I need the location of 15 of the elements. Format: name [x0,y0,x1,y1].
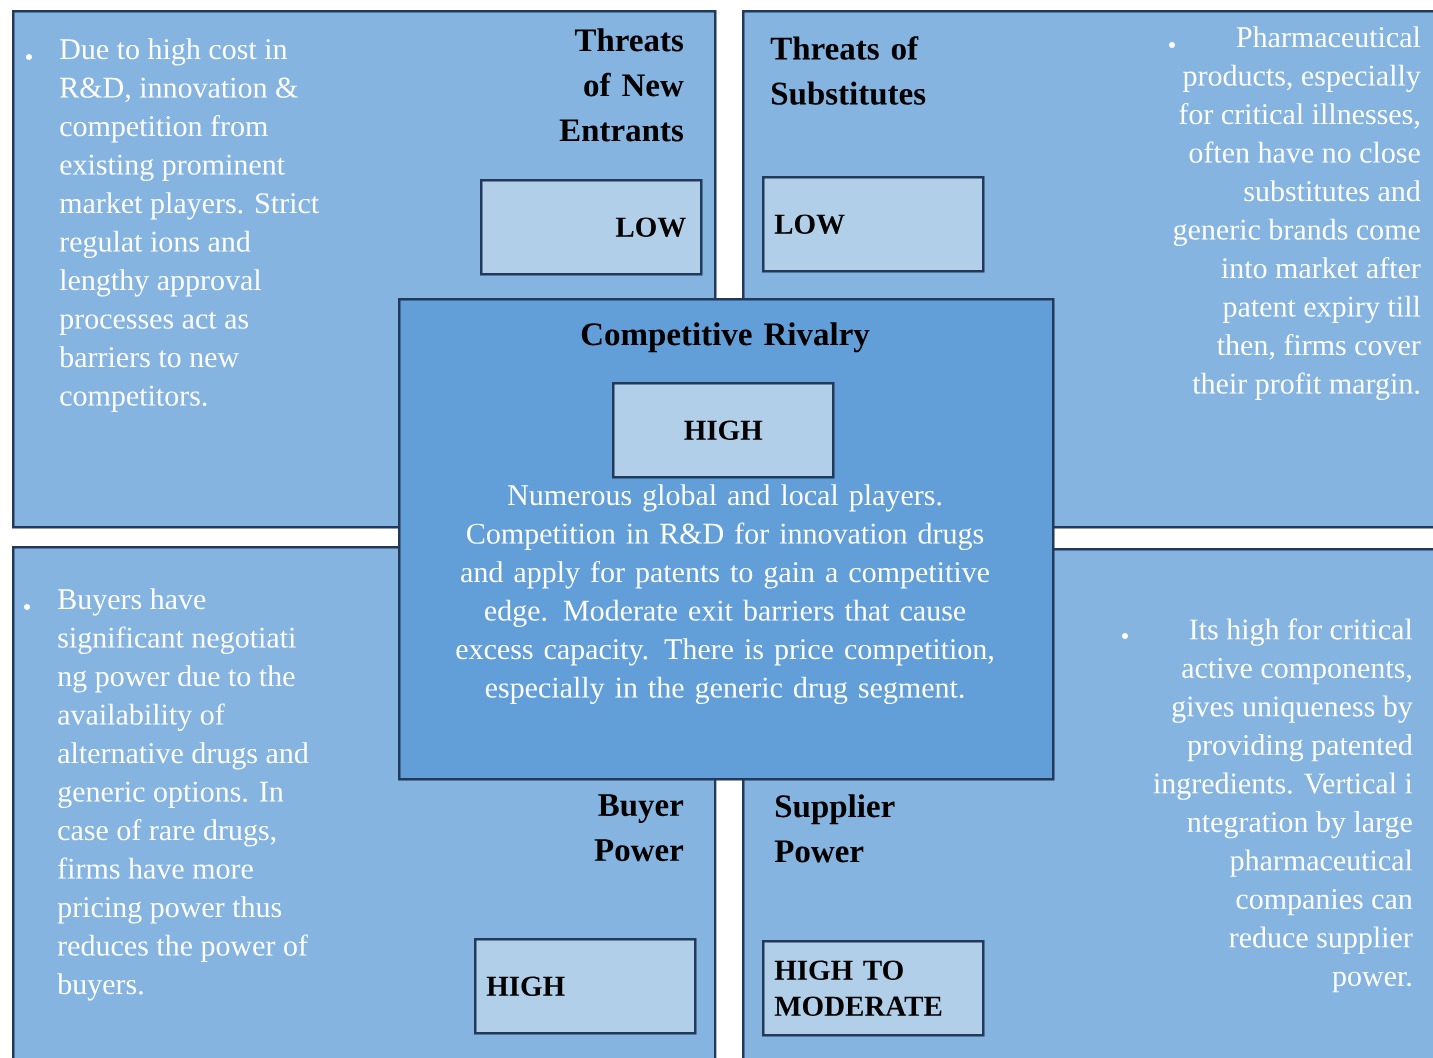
description-text: Numerous global and local players. Competition in R&D for innovation drugs and apply for patents to gain a competitive edge. Moderate exit barriers that cause excess capacity. There is price competition, especially in the generic drug segment. [456,484,993,704]
description-text: Buyers have significant negotiati ng power due to the availability of alternative drugs and generic options. In case of rare drugs, firms have more pricing power thus reduces the power of buyers. [57,588,309,1001]
description-text: Due to high cost in R&D, innovation & competition from existing prominent market players. Strict regulat ions and lengthy approval processes act as barriers to new competitors. [59,38,319,412]
panel-title: Threats of New Entrants [559,28,684,142]
rating-label: LOW [774,214,845,235]
panel-title: Threats of Substitutes [770,36,926,105]
rating-label: LOW [615,217,686,238]
panel-title: Competitive Rivalry [581,322,870,353]
rating-label: HIGH [684,420,763,440]
rating-label: HIGH [486,976,565,996]
panel-title: Supplier Power [774,794,895,863]
description-text: Pharmaceutical products, especially for critical illnesses, often have no close substitutes and generic brands come into market after patent expiry till then, firms cover their profit margin. [1173,26,1421,400]
description-text: Its high for critical active components, gives uniqueness by providing patented ingredients. Vertical i ntegration by large pharmaceutical companies can reduce supplier power. [1153,618,1413,993]
rating-label: HIGH TO MODERATE [774,960,942,1016]
panel-title: Buyer Power [594,794,684,862]
